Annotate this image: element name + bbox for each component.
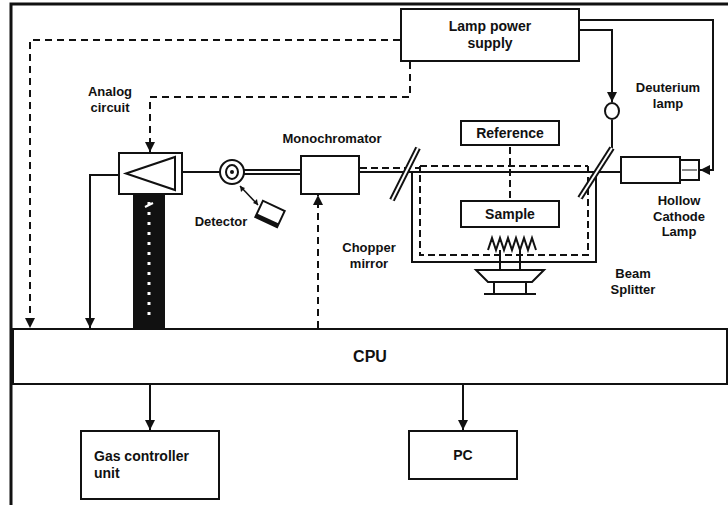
process-box: Gas controller unit [80, 430, 220, 500]
node-text: Gas controller unit [94, 448, 206, 482]
sample-box: Sample [460, 200, 560, 228]
lamp-symbol: Deuterium lamp [604, 102, 620, 120]
connector [30, 40, 400, 328]
process-box: PC [408, 430, 518, 480]
reference-path [360, 147, 588, 255]
power-supply-box: Lamp power supply [400, 8, 580, 62]
detector-cable [133, 195, 165, 328]
ellipse-outline [604, 102, 620, 120]
outer-frame [11, 4, 728, 505]
burner-symbol [476, 238, 544, 294]
connector [580, 20, 713, 170]
cpu-band: CPU [12, 328, 728, 385]
monochromator-box: Monochromator [300, 155, 360, 195]
mirror-symbol [392, 148, 612, 200]
hollow-cathode-lamp: Hollow Cathode Lamp [620, 155, 700, 185]
connector [150, 62, 410, 152]
light-path [183, 120, 620, 262]
node-text: Reference [476, 125, 544, 142]
connector [462, 385, 464, 430]
node-text: Detector [186, 214, 256, 230]
node-text: CPU [353, 347, 387, 366]
node-text: Sample [485, 206, 535, 223]
connector [149, 385, 151, 430]
node-text: Lamp power supply [434, 18, 546, 52]
node-text: PC [453, 447, 472, 464]
part-label: Beam Splitter [598, 266, 668, 297]
reference-box: Reference [460, 120, 560, 146]
node-text: Monochromator [272, 131, 392, 147]
detector-box: Detector [118, 152, 183, 195]
connector [317, 195, 319, 328]
hcl-outline [620, 155, 700, 185]
connector [90, 175, 118, 328]
node-text: Deuterium lamp [628, 80, 708, 111]
connector [580, 30, 612, 102]
part-label: Chopper mirror [334, 240, 404, 271]
part-label: Analog circuit [74, 84, 146, 115]
detector-outline [118, 152, 183, 195]
node-text: Hollow Cathode Lamp [634, 193, 724, 240]
